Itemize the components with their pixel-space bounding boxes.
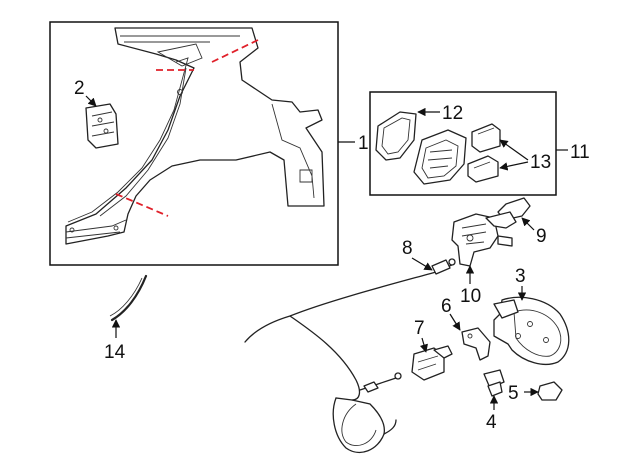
callout-8: 8 — [402, 238, 413, 259]
fuel-pocket-housing — [413, 129, 467, 185]
bolt-part-4 — [483, 369, 505, 397]
callout-7-leader — [419, 337, 428, 353]
callout-6: 6 — [441, 296, 452, 317]
callout-12: 12 — [442, 103, 463, 124]
callout-7: 7 — [414, 318, 425, 339]
callout-14: 14 — [104, 342, 126, 363]
callout-9: 9 — [536, 226, 547, 247]
callout-1: 1 — [358, 133, 369, 154]
callout-13-leader-b — [499, 161, 529, 171]
callout-9-leader — [521, 217, 535, 231]
callout-11: 11 — [570, 142, 590, 163]
callout-13-leader-a — [499, 139, 529, 161]
callout-5: 5 — [508, 383, 519, 404]
bracket-part-6 — [461, 327, 491, 361]
quarter-panel-box — [49, 21, 339, 266]
callout-6-leader — [449, 313, 461, 331]
clip-part-13 — [467, 123, 501, 183]
cut-line-2 — [211, 39, 259, 63]
trim-strip-part-14 — [110, 274, 148, 322]
callout-3: 3 — [515, 266, 526, 287]
fuel-pocket-box — [369, 91, 557, 196]
clip-part-5 — [537, 381, 563, 401]
actuator-part-10 — [451, 211, 517, 267]
gasket-part-12 — [375, 111, 417, 161]
callout-2: 2 — [74, 78, 85, 99]
quarter-panel-part — [65, 27, 325, 245]
cut-line-3 — [115, 193, 169, 217]
fuel-door-part-3 — [493, 296, 570, 365]
callout-13: 13 — [530, 152, 551, 173]
callout-10: 10 — [460, 286, 481, 307]
callout-8-leader — [411, 257, 433, 271]
callout-2-leader — [85, 95, 97, 107]
bracket-part-2 — [85, 103, 119, 149]
callout-4: 4 — [486, 412, 497, 433]
release-cable-part-8 — [244, 258, 456, 453]
actuator-part-7 — [411, 345, 453, 381]
